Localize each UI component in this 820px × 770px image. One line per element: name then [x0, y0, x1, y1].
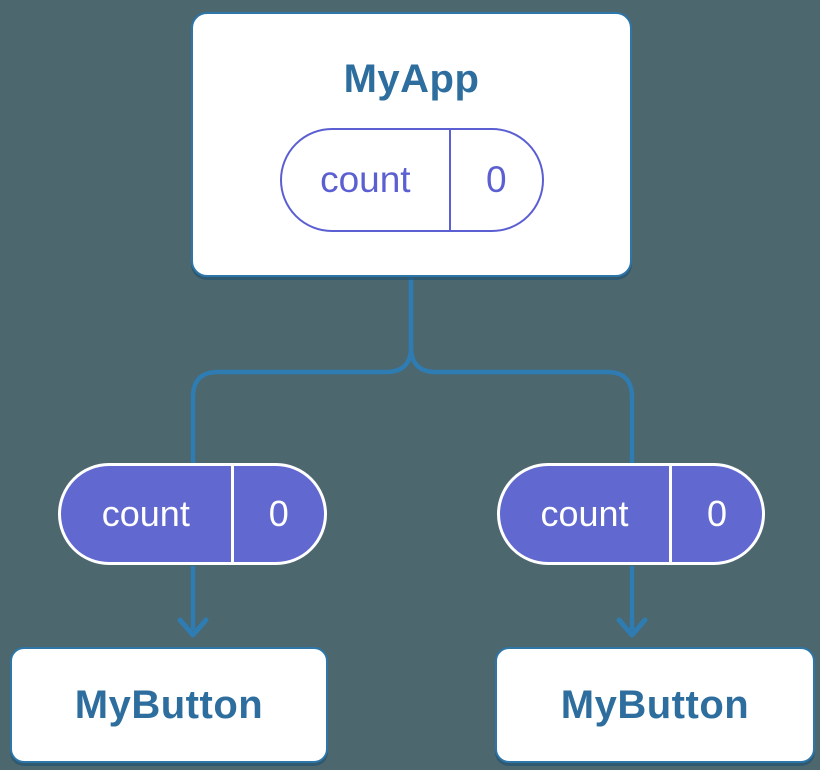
state-name: count [101, 493, 190, 534]
state-value: 0 [668, 466, 762, 562]
arrowhead-right-icon [616, 617, 648, 638]
state-pill-right: count 0 [497, 463, 765, 565]
state-name: count [540, 493, 629, 534]
node-mybutton-right: MyButton [495, 647, 815, 763]
connector-left-branch [190, 278, 414, 464]
node-mybutton-right-title: MyButton [560, 683, 750, 727]
node-mybutton-left-title: MyButton [74, 683, 264, 727]
node-myapp-title: MyApp [343, 57, 480, 101]
state-pill-myapp: count 0 [279, 128, 544, 232]
connector-right-branch [408, 278, 635, 464]
node-myapp: MyApp count 0 [191, 12, 632, 277]
state-pill-left: count 0 [58, 463, 327, 565]
state-value: 0 [230, 466, 324, 562]
state-name: count [320, 159, 411, 200]
arrowhead-left-icon [177, 617, 209, 638]
node-mybutton-left: MyButton [10, 647, 328, 763]
state-value: 0 [449, 130, 541, 230]
